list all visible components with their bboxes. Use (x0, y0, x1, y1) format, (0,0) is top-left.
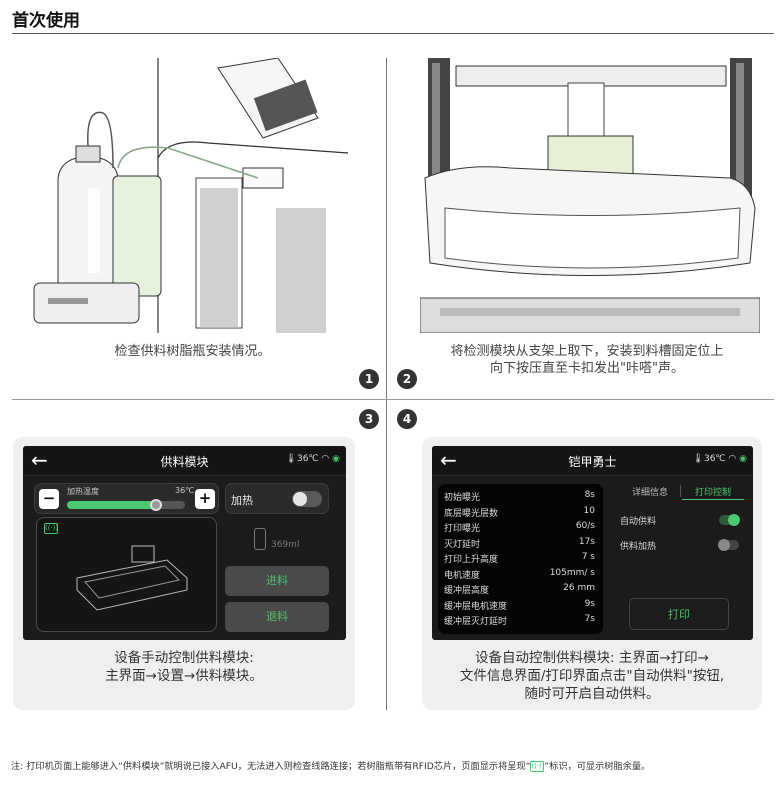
param-label: 灭灯延时 (444, 539, 481, 550)
feed-heat-toggle-knob (718, 539, 730, 551)
param-row: 底层曝光层数 10 (444, 506, 595, 519)
feed-heat-toggle[interactable] (718, 539, 739, 551)
wifi-icon: ◠ (321, 454, 330, 464)
resin-bottle-illustration (28, 58, 358, 333)
printer-temp: 36℃ (296, 454, 319, 464)
feed-module-screen: ← 供料模块 🌡36℃ ◠ ◉ − 加热温度 36℃ + 加热 ((·)) (23, 446, 346, 640)
print-button[interactable]: 打印 (629, 598, 729, 630)
heat-label: 加热 (231, 494, 253, 507)
print-file-screen: ← 铠甲勇士 🌡36℃ ◠ ◉ 初始曝光 8s 底层曝光层数 10 打印曝光 60/s 灭灯… (432, 446, 753, 640)
step-4-caption: 设备自动控制供料模块: 主界面→打印→ 文件信息界面/打印界面点击"自动供料"按… (459, 650, 725, 702)
thermometer-icon: 🌡 (692, 454, 704, 464)
module-connected-icon: ◉ (739, 454, 747, 464)
param-value: 7 s (581, 552, 595, 562)
back-arrow-icon[interactable]: ← (31, 448, 48, 472)
printer-temp: 36℃ (703, 454, 726, 464)
param-row: 灭灯延时 17s (444, 537, 595, 550)
heat-toggle-panel: 加热 (225, 483, 329, 514)
tab-divider (680, 485, 681, 497)
step-3-caption: 设备手动控制供料模块: 主界面→设置→供料模块。 (105, 650, 263, 684)
param-label: 打印曝光 (444, 524, 481, 534)
horizontal-divider (12, 399, 774, 400)
screen-title: 铠甲勇士 (568, 455, 617, 469)
auto-feed-label: 自动供料 (620, 517, 657, 527)
tab-print-control[interactable]: 打印控制 (694, 488, 731, 498)
param-label: 底层曝光层数 (444, 508, 499, 519)
resin-vat-icon (76, 545, 188, 611)
param-label: 缓冲层电机速度 (444, 601, 508, 612)
step-number-2: 2 (397, 369, 417, 389)
return-button[interactable]: 退料 (225, 602, 329, 632)
feed-heat-label: 供料加热 (620, 542, 657, 552)
param-value: 60/s (575, 521, 595, 531)
param-label: 打印上升高度 (444, 555, 499, 565)
param-row: 缓冲层高度 26 mm (444, 583, 595, 596)
status-bar: 🌡36℃ ◠ ◉ (286, 454, 340, 464)
param-label: 初始曝光 (444, 493, 481, 503)
print-params-panel: 初始曝光 8s 底层曝光层数 10 打印曝光 60/s 灭灯延时 17s 打印上升高度 7 s 电机… (438, 484, 603, 634)
param-value: 105mm/ s (549, 567, 595, 578)
section-title: 首次使用 (12, 11, 80, 31)
temp-label: 加热温度 (67, 487, 99, 496)
temp-slider-fill (67, 501, 156, 509)
screen-header: ← 铠甲勇士 🌡36℃ ◠ ◉ (432, 446, 753, 476)
heating-temperature-panel: − 加热温度 36℃ + (34, 483, 219, 514)
step-1-caption: 检查供料树脂瓶安装情况。 (114, 344, 271, 359)
temp-increase-button[interactable]: + (195, 489, 215, 509)
temp-slider-track[interactable] (67, 499, 185, 511)
thermometer-icon: 🌡 (285, 454, 297, 464)
param-label: 缓冲层灭灯延时 (444, 617, 508, 627)
manual-control-card: ← 供料模块 🌡36℃ ◠ ◉ − 加热温度 36℃ + 加热 ((·)) (13, 437, 355, 710)
step-number-4: 4 (397, 409, 417, 429)
auto-feed-toggle-knob (728, 514, 740, 526)
param-label: 电机速度 (444, 570, 481, 581)
bottle-icon (254, 528, 266, 550)
wifi-icon: ◠ (728, 454, 737, 464)
resin-tank-panel: ((·)) (36, 517, 217, 632)
step-number-3: 3 (359, 409, 379, 429)
param-value: 8s (584, 490, 595, 500)
param-label: 缓冲层高度 (444, 586, 490, 596)
temp-slider-knob[interactable] (149, 499, 162, 511)
param-row: 缓冲层灭灯延时 7s (444, 614, 595, 627)
param-value: 7s (584, 614, 595, 624)
module-connected-icon: ◉ (332, 454, 340, 464)
heat-toggle-knob (293, 492, 307, 506)
rfid-icon: ((·)) (530, 761, 545, 772)
feed-button[interactable]: 进料 (225, 566, 329, 596)
temp-decrease-button[interactable]: − (39, 489, 59, 509)
status-bar: 🌡36℃ ◠ ◉ (693, 454, 747, 464)
auto-control-card: ← 铠甲勇士 🌡36℃ ◠ ◉ 初始曝光 8s 底层曝光层数 10 打印曝光 60/s 灭灯… (422, 437, 762, 710)
param-row: 初始曝光 8s (444, 490, 595, 503)
step-number-1: 1 (359, 369, 379, 389)
resin-volume: 369ml (271, 540, 300, 550)
param-row: 打印曝光 60/s (444, 521, 595, 534)
temp-value: 36℃ (175, 486, 195, 495)
rfid-icon: ((·)) (44, 523, 59, 534)
heat-toggle[interactable] (292, 491, 322, 507)
param-value: 10 (583, 505, 595, 516)
vertical-divider (386, 58, 387, 710)
param-value: 9s (584, 598, 595, 609)
active-tab-underline (682, 499, 744, 500)
screen-title: 供料模块 (160, 455, 209, 469)
param-row: 打印上升高度 7 s (444, 552, 595, 565)
footnote: 注: 打印机页面上能够进入“供料模块”就明说已接入AFU，无法进入则检查线路连接… (11, 761, 651, 772)
auto-feed-toggle[interactable] (719, 514, 740, 526)
param-value: 17s (578, 536, 595, 547)
param-value: 26 mm (563, 583, 595, 593)
back-arrow-icon[interactable]: ← (440, 448, 457, 472)
step-2-caption: 将检测模块从支架上取下，安装到料槽固定位上 向下按压直至卡扣发出"咔嗒"声。 (450, 344, 724, 376)
title-divider (12, 33, 774, 34)
tab-details[interactable]: 详细信息 (631, 488, 668, 498)
param-row: 缓冲层电机速度 9s (444, 599, 595, 612)
param-row: 电机速度 105mm/ s (444, 568, 595, 581)
detection-module-illustration (420, 58, 760, 333)
screen-header: ← 供料模块 🌡36℃ ◠ ◉ (23, 446, 346, 476)
